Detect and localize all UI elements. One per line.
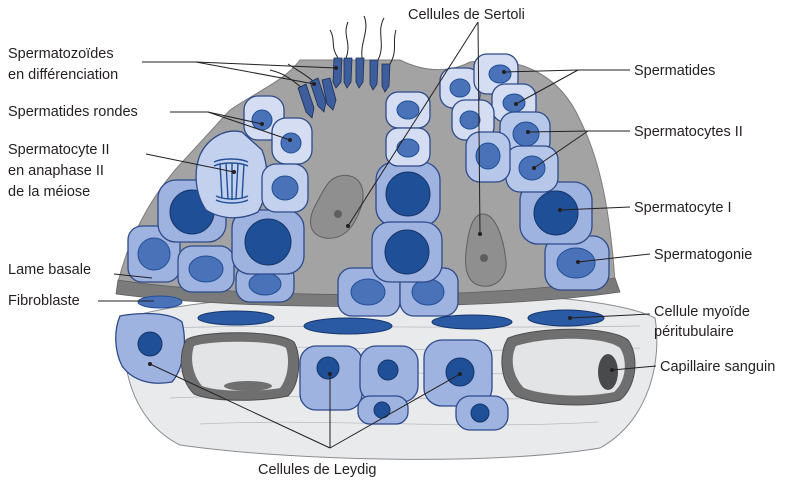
spermatocyte-i-nucleus	[385, 230, 429, 274]
label-anaphase-2: en anaphase II	[8, 163, 104, 179]
label-sertoli: Cellules de Sertoli	[408, 7, 525, 23]
fibroblast-cell	[138, 296, 182, 308]
label-leydig: Cellules de Leydig	[258, 462, 377, 478]
spermatocyte-i-nucleus	[386, 172, 430, 216]
spermatocyte-i-nucleus	[245, 219, 291, 265]
label-spermatocytes-ii: Spermatocytes II	[634, 124, 743, 140]
peritubular-myoid-cell	[528, 310, 604, 326]
spermatocyte-ii-anaphase-cell	[196, 131, 267, 218]
spermatogonium-nucleus	[189, 256, 223, 282]
label-spermatozoids: Spermatozoïdes	[8, 46, 114, 62]
label-capillary: Capillaire sanguin	[660, 359, 775, 375]
label-spermatids: Spermatides	[634, 63, 715, 79]
spermatogonium-nucleus	[351, 279, 385, 305]
label-spermatozoids-2: en différenciation	[8, 67, 118, 83]
spermatogonium-nucleus	[249, 273, 281, 295]
label-fibroblast: Fibroblaste	[8, 293, 80, 309]
label-basal-lamina: Lame basale	[8, 262, 91, 278]
label-round-spermatids: Spermatides rondes	[8, 104, 138, 120]
label-spermatogonia: Spermatogonie	[654, 247, 752, 263]
label-spermatocyte-i: Spermatocyte I	[634, 200, 732, 216]
sertoli-nucleolus	[480, 254, 488, 262]
spermatocyte-i-nucleus	[534, 191, 578, 235]
spermatogonium-nucleus	[557, 248, 595, 278]
label-anaphase: Spermatocyte II	[8, 142, 110, 158]
sertoli-nucleolus	[334, 210, 342, 218]
spermatogonium-nucleus	[138, 238, 170, 270]
label-anaphase-3: de la méiose	[8, 184, 90, 200]
label-myoid: Cellule myoïde	[654, 304, 750, 320]
spermatogonium-nucleus	[412, 279, 444, 305]
label-myoid-2: péritubulaire	[654, 324, 734, 340]
